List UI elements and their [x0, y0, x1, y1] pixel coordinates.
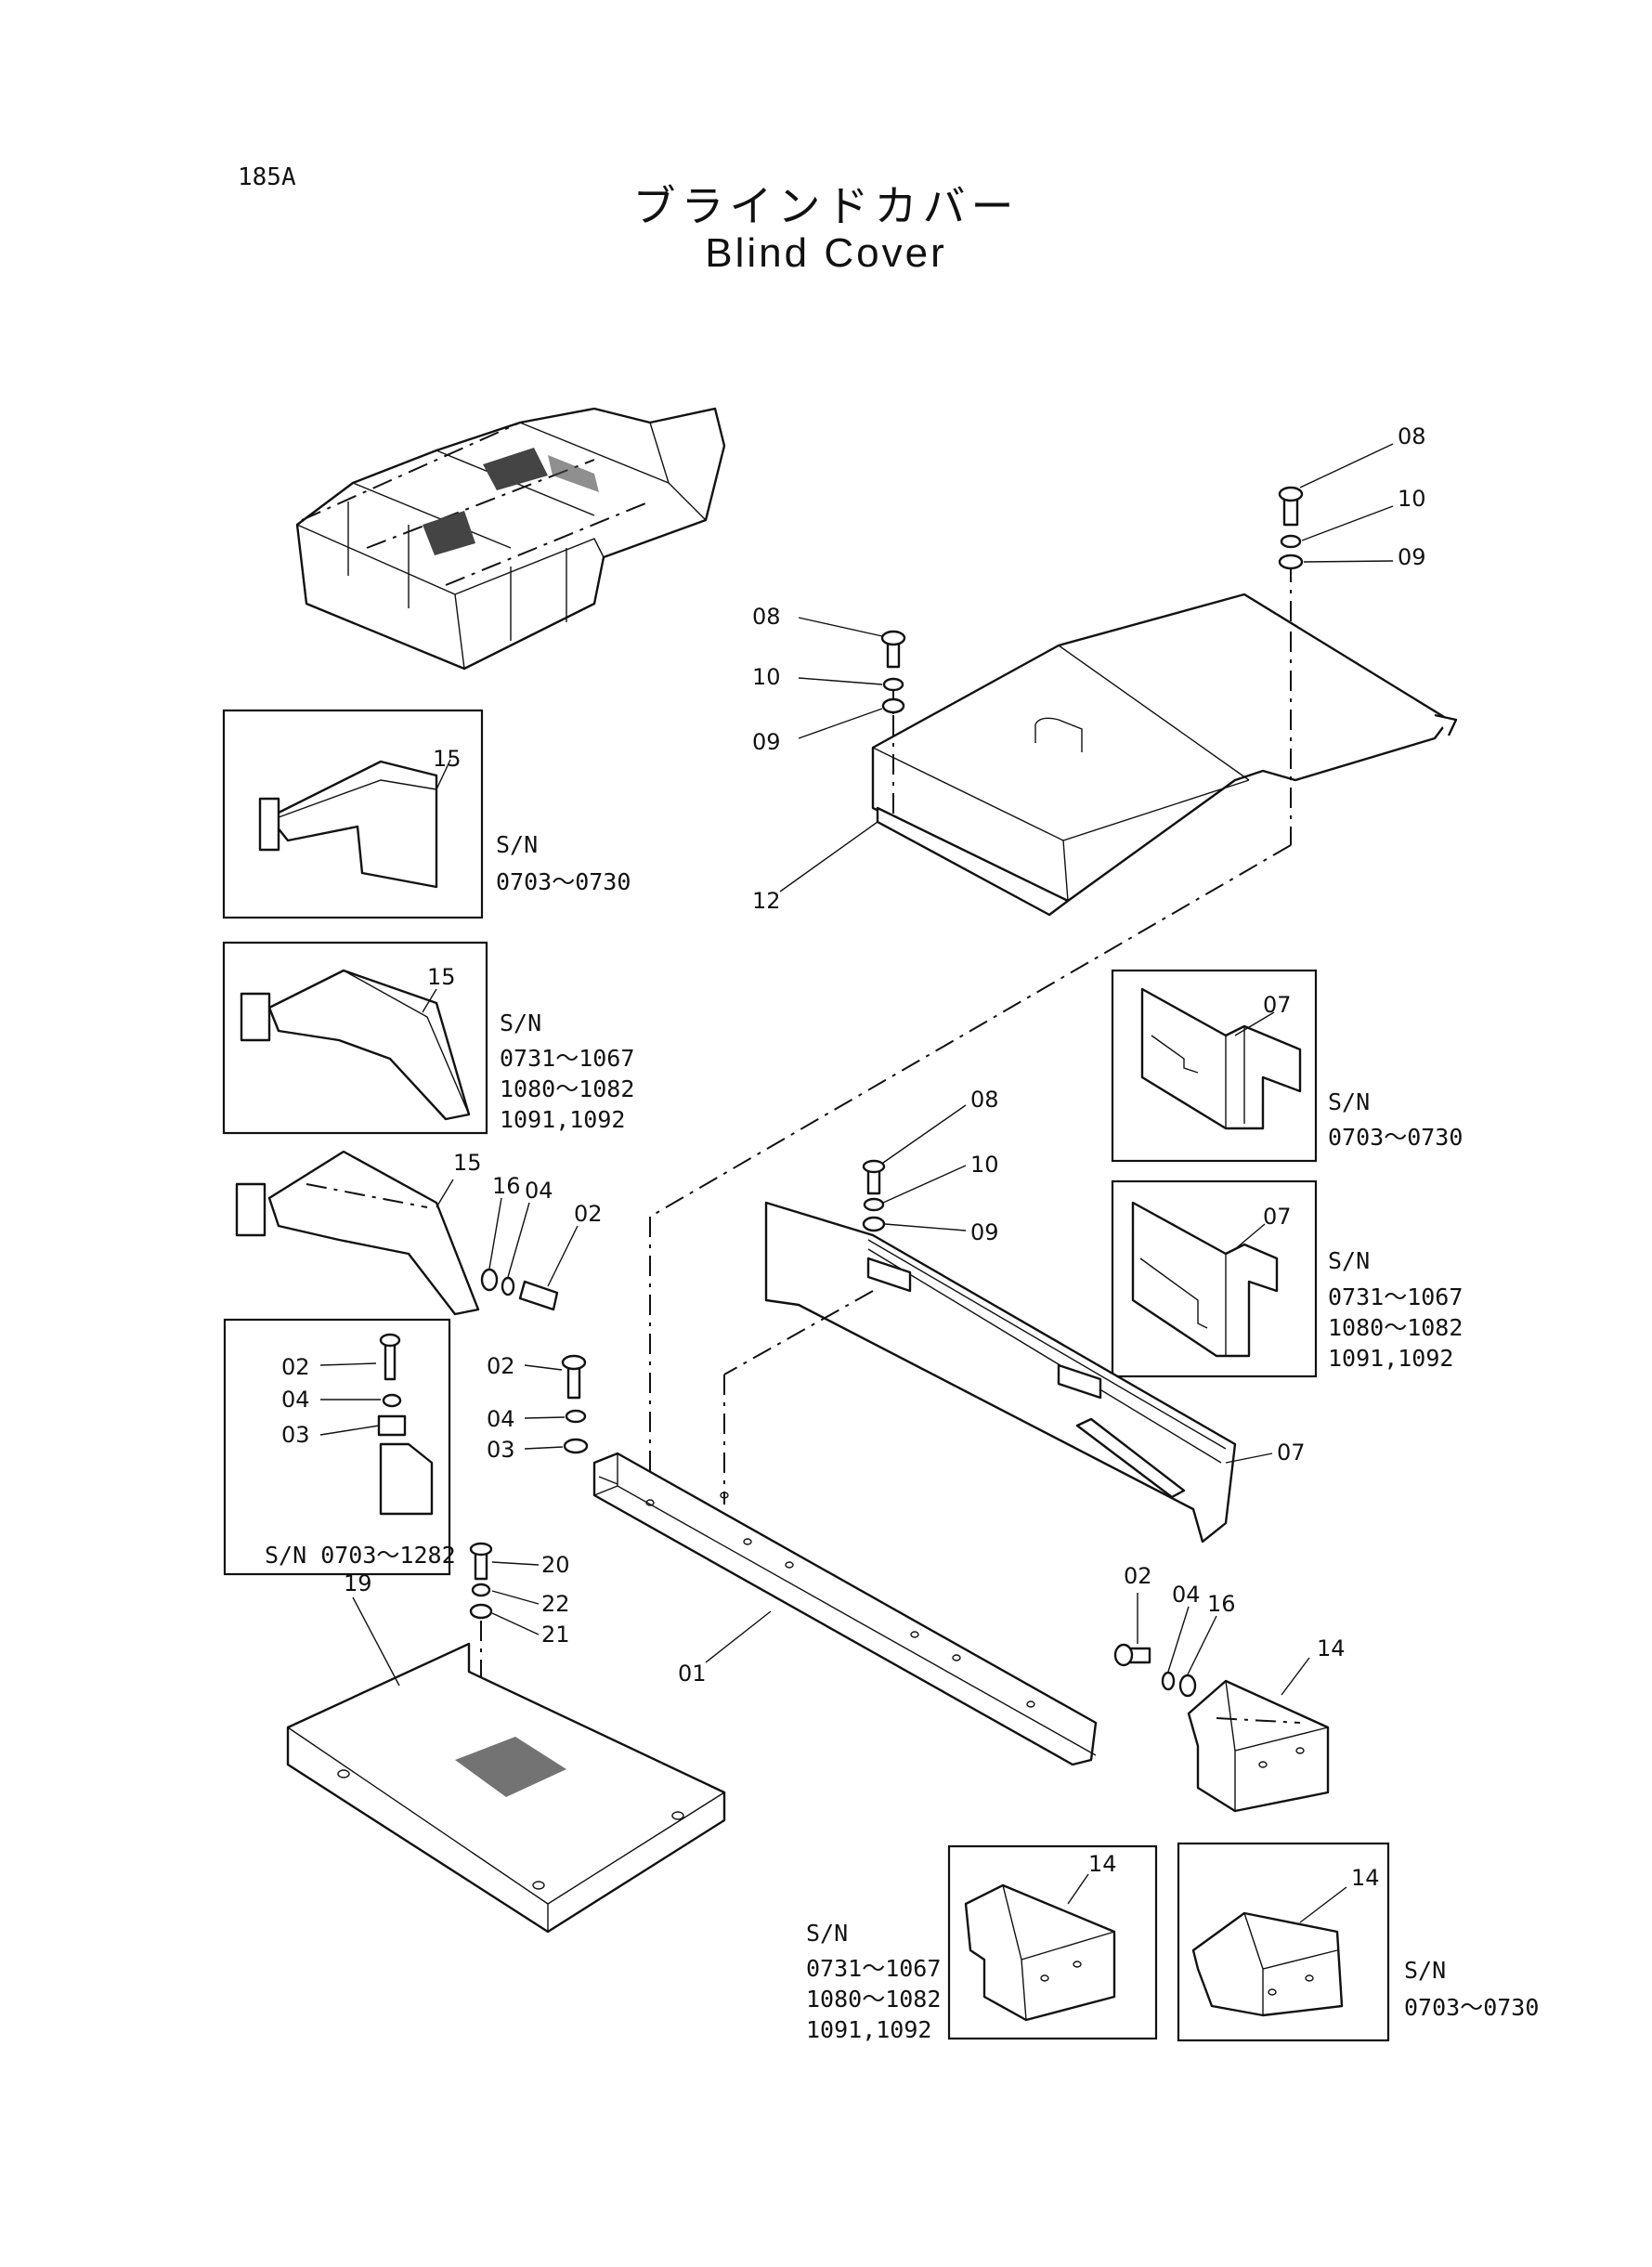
- detail-box-14-late: 14: [947, 1844, 1158, 2040]
- serial-range: 1080～1082: [806, 1986, 941, 2013]
- callout-14: 14: [1317, 1635, 1346, 1661]
- callout-15: 15: [427, 964, 456, 990]
- callout-20: 20: [541, 1552, 570, 1578]
- callout-02: 02: [281, 1354, 310, 1380]
- page-code: 185A: [238, 163, 296, 191]
- detail-box-14-early: 14: [1177, 1842, 1390, 2042]
- serial-label: S/N: [1328, 1247, 1370, 1274]
- callout-03: 03: [487, 1437, 515, 1463]
- serial-label: S/N: [496, 831, 538, 858]
- blind-cover-12: 12: [649, 562, 1458, 1486]
- detail-box-07-late: 07: [1111, 1179, 1318, 1378]
- callout-08: 08: [752, 604, 781, 630]
- detail-box-07-early: 07: [1111, 969, 1318, 1163]
- detail-box-15-early: 15: [222, 709, 484, 919]
- serial-range: 0731～1067: [1328, 1283, 1463, 1310]
- serial-range: 0731～1067: [806, 1955, 941, 1982]
- callout-04: 04: [1172, 1582, 1201, 1608]
- serial-range: 0703～0730: [496, 868, 631, 895]
- serial-range: 1091,1092: [500, 1106, 625, 1133]
- callout-10: 10: [970, 1152, 999, 1178]
- title-english: Blind Cover: [705, 230, 947, 276]
- callout-16: 16: [492, 1173, 521, 1199]
- callout-09: 09: [1398, 544, 1426, 570]
- machine-overview: [295, 407, 726, 671]
- serial-label: S/N: [806, 1920, 848, 1947]
- callout-07: 07: [1277, 1440, 1306, 1466]
- serial-range: 0703～0730: [1328, 1124, 1463, 1151]
- callout-07: 07: [1263, 1204, 1292, 1230]
- title-japanese: ブラインドカバー: [632, 181, 1020, 231]
- callout-04: 04: [525, 1178, 553, 1204]
- callout-09: 09: [970, 1219, 999, 1245]
- bracket-15: 15 16 04 02: [235, 1150, 603, 1316]
- serial-range: 1080～1082: [1328, 1314, 1463, 1341]
- callout-21: 21: [541, 1622, 570, 1648]
- fastener-stack: 02 04 03: [487, 1353, 589, 1463]
- hardware-left: 08 10 09: [752, 604, 906, 755]
- callout-03: 03: [281, 1422, 310, 1448]
- serial-range: 0731～1067: [500, 1045, 634, 1072]
- callout-09: 09: [752, 729, 781, 755]
- callout-04: 04: [487, 1406, 515, 1432]
- callout-02: 02: [487, 1353, 515, 1379]
- detail-box-15-late: 15: [222, 941, 488, 1135]
- callout-08: 08: [970, 1087, 999, 1113]
- callout-04: 04: [281, 1387, 310, 1413]
- serial-label: S/N: [1328, 1088, 1370, 1115]
- hardware-right: 08 10 09: [1278, 423, 1426, 570]
- callout-19: 19: [344, 1570, 372, 1596]
- serial-range: 0703～0730: [1404, 1994, 1539, 2021]
- rail-01: 01: [592, 1452, 1098, 1766]
- serial-range: 1091,1092: [806, 2016, 931, 2043]
- side-cover-07: 08 10 09 07: [723, 1087, 1306, 1544]
- callout-02: 02: [1124, 1563, 1152, 1589]
- callout-14: 14: [1351, 1865, 1380, 1891]
- callout-10: 10: [752, 664, 781, 690]
- callout-22: 22: [541, 1591, 570, 1617]
- serial-label: S/N: [1404, 1957, 1446, 1984]
- serial-range: 1091,1092: [1328, 1345, 1453, 1372]
- serial-range: 1080～1082: [500, 1075, 634, 1102]
- detail-box-fasteners: 02 04 03: [223, 1318, 451, 1576]
- callout-15: 15: [453, 1150, 482, 1176]
- callout-14: 14: [1088, 1851, 1117, 1877]
- tray-19: 20 22 21 19: [286, 1542, 726, 1934]
- callout-01: 01: [678, 1661, 707, 1687]
- callout-12: 12: [752, 888, 781, 914]
- serial-label: S/N: [500, 1010, 541, 1036]
- callout-08: 08: [1398, 423, 1426, 449]
- callout-16: 16: [1207, 1591, 1236, 1617]
- callout-15: 15: [433, 746, 462, 772]
- callout-10: 10: [1398, 486, 1426, 512]
- callout-07: 07: [1263, 992, 1292, 1018]
- serial-range: S/N 0703～1282: [265, 1542, 456, 1569]
- callout-02: 02: [574, 1201, 603, 1227]
- bracket-14: 02 04 16 14: [1113, 1563, 1346, 1813]
